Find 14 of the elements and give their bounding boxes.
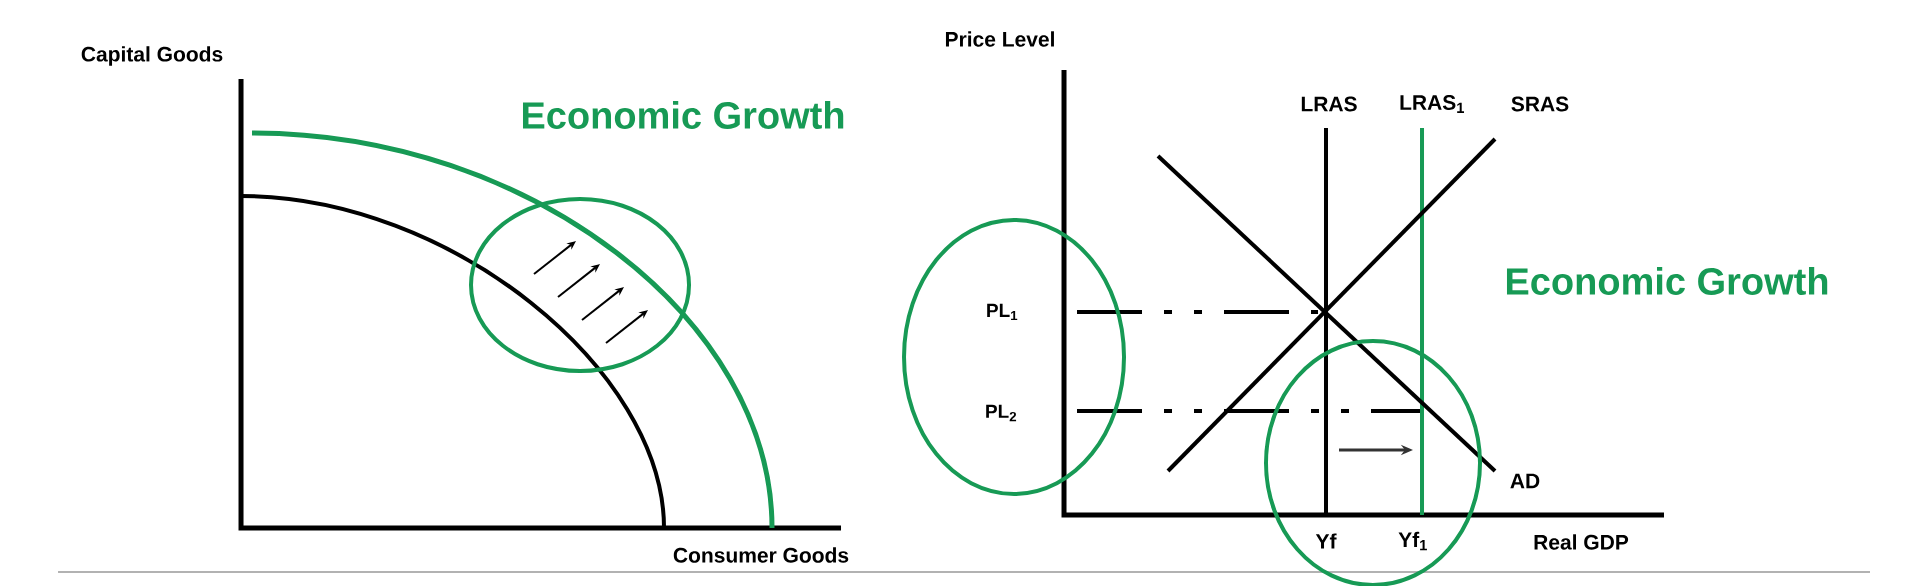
axis-label: Price Level — [945, 31, 1054, 47]
curve-label: SRAS — [1511, 96, 1569, 112]
axis-label: Capital Goods — [81, 46, 223, 66]
tick-label: Yf — [1315, 533, 1337, 549]
axis-label: Consumer Goods — [673, 547, 849, 563]
curve-label: LRAS$_{1}$ — [1400, 95, 1464, 113]
tick-label: Yf$_{1}$ — [1398, 531, 1427, 551]
heading: Economic Growth — [1507, 267, 1828, 295]
heading: Economic Growth — [523, 101, 844, 129]
tick-label: PL$_{1}$ — [987, 303, 1018, 321]
tick-label: PL$_{2}$ — [986, 404, 1017, 422]
curve-label: AD — [1510, 473, 1540, 489]
axis-label: Real GDP — [1534, 534, 1629, 550]
curve-label: LRAS — [1301, 96, 1357, 112]
